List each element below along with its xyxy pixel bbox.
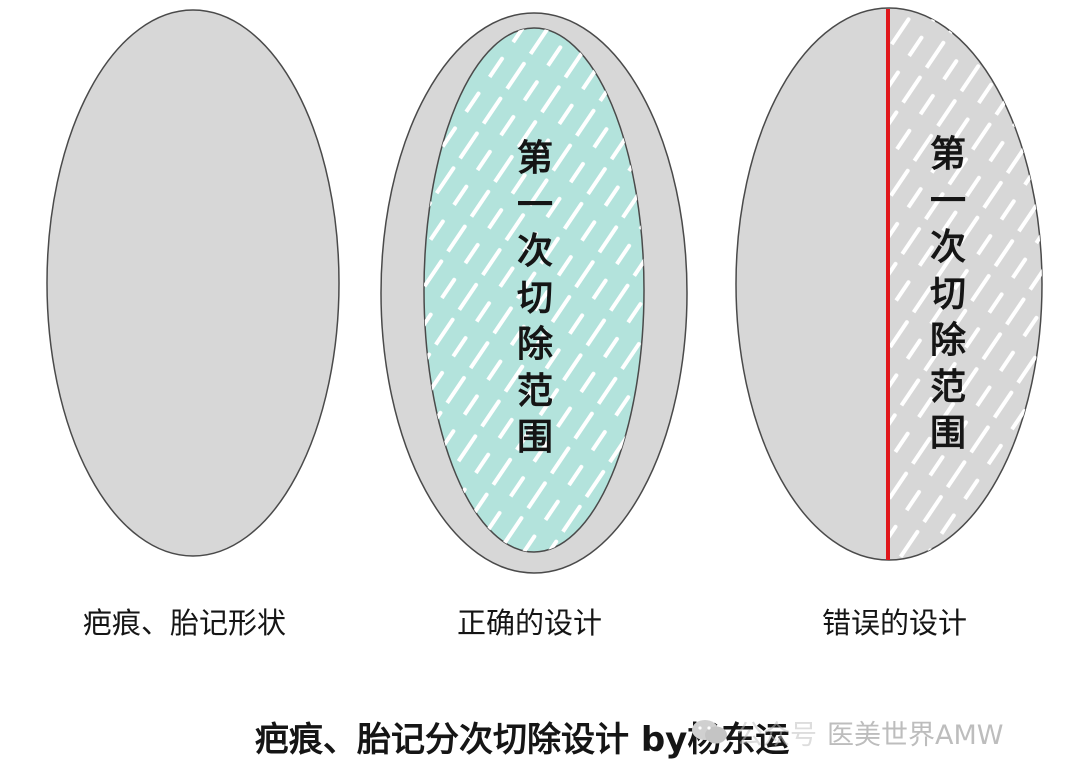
label-char: 切 <box>929 273 966 315</box>
wrong-design-caption: 错误的设计 <box>822 606 968 640</box>
watermark-text: 医美世界AMW <box>827 719 1004 751</box>
wechat-icon <box>692 720 727 744</box>
watermark-label: 公众号 <box>736 719 817 751</box>
label-char: 除 <box>516 324 553 365</box>
label-char: 次 <box>929 227 966 268</box>
watermark: 公众号 医美世界AMW <box>690 712 1003 752</box>
scar-shape-caption: 疤痕、胎记形状 <box>83 606 287 640</box>
scar-ellipse <box>46 9 340 557</box>
label-char: 切 <box>516 277 553 319</box>
correct-excision-hatch <box>424 28 644 552</box>
wrong-excision-label: 第一次切除范围 <box>928 132 968 458</box>
label-char: 除 <box>929 320 966 361</box>
label-char: 围 <box>929 413 966 454</box>
label-char: 一 <box>929 180 966 222</box>
label-char: 范 <box>516 370 553 412</box>
label-char: 范 <box>929 366 966 408</box>
label-char: 围 <box>516 417 553 458</box>
correct-design-caption: 正确的设计 <box>457 606 603 640</box>
label-char: 第 <box>929 134 966 175</box>
correct-excision-label: 第一次切除范围 <box>515 136 555 462</box>
label-char: 一 <box>516 184 553 226</box>
wrong-excision-hatch <box>888 8 1042 560</box>
label-char: 第 <box>516 138 553 179</box>
label-char: 次 <box>516 231 553 272</box>
